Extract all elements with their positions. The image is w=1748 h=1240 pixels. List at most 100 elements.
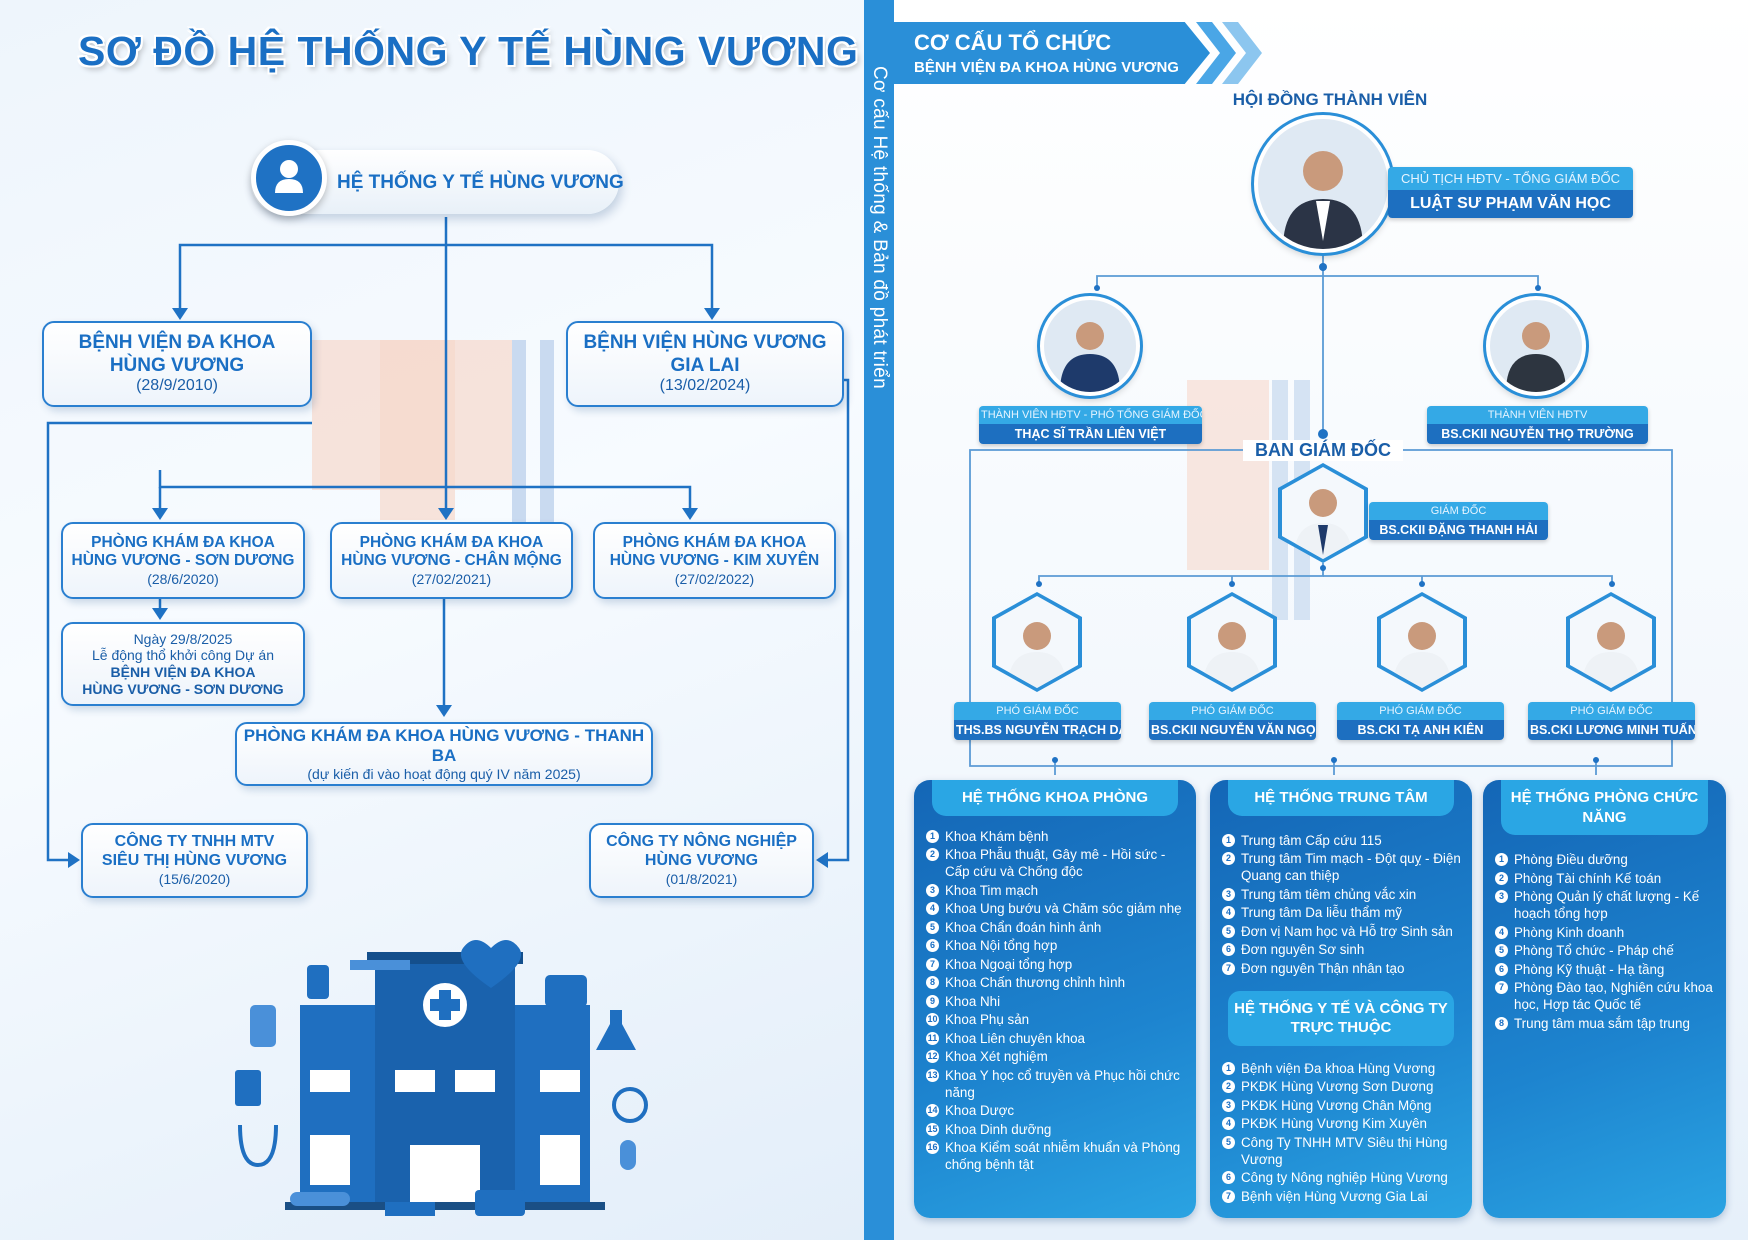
page-title: SƠ ĐỒ HỆ THỐNG Y TẾ HÙNG VƯƠNG bbox=[78, 28, 859, 74]
name-text: BS.CKI TẠ ANH KIÊN bbox=[1337, 720, 1504, 740]
header-banner bbox=[894, 22, 1210, 84]
list-item: Khoa Xét nghiệm bbox=[926, 1048, 1190, 1065]
list-item: Trung tâm Cấp cứu 115 bbox=[1222, 832, 1466, 849]
bgd-title: BAN GIÁM ĐỐC bbox=[1243, 440, 1403, 461]
deputy-label: PHÓ GIÁM ĐỐC BS.CKI LƯƠNG MINH TUẤN bbox=[1528, 702, 1695, 740]
node-date: (13/02/2024) bbox=[659, 376, 751, 394]
list-item: Khoa Tim mạch bbox=[926, 882, 1190, 899]
list-item: Đơn vị Nam học và Hỗ trợ Sinh sản bbox=[1222, 923, 1466, 940]
name-text: BS.CKII ĐẶNG THANH HẢI bbox=[1369, 520, 1548, 540]
node-title: PHÒNG KHÁM ĐA KHOA bbox=[622, 533, 807, 551]
project-note: Ngày 29/8/2025 Lễ động thổ khởi công Dự … bbox=[61, 622, 305, 706]
list-item: Khoa Dược bbox=[926, 1102, 1190, 1119]
panel-title: HỆ THỐNG TRUNG TÂM bbox=[1228, 780, 1454, 816]
member-photo bbox=[1040, 296, 1140, 396]
divider-strip bbox=[864, 0, 894, 1240]
list-item: Khoa Nội tổng hợp bbox=[926, 937, 1190, 954]
hospital-illustration bbox=[235, 940, 648, 1216]
director-label: GIÁM ĐỐC BS.CKII ĐẶNG THANH HẢI bbox=[1369, 502, 1548, 540]
node-title: PHÒNG KHÁM ĐA KHOA bbox=[91, 533, 275, 551]
list-item: Khoa Nhi bbox=[926, 993, 1190, 1010]
iv-bag-icon bbox=[250, 1005, 276, 1047]
list-item: Phòng Kinh doanh bbox=[1495, 924, 1720, 941]
banner-title: CƠ CẤU TỔ CHỨC bbox=[914, 30, 1112, 55]
hospital-bed-icon bbox=[385, 1202, 435, 1216]
chair-label: CHỦ TỊCH HĐTV - TỔNG GIÁM ĐỐC LUẬT SƯ PH… bbox=[1388, 167, 1633, 218]
node-date: (28/9/2010) bbox=[136, 376, 218, 394]
hospital-building-icon bbox=[285, 952, 605, 1210]
stethoscope-icon bbox=[238, 1124, 278, 1168]
node-date: (15/6/2020) bbox=[158, 871, 231, 888]
root-node-label: HỆ THỐNG Y TẾ HÙNG VƯƠNG bbox=[337, 172, 624, 193]
role-text: PHÓ GIÁM ĐỐC bbox=[1337, 702, 1504, 720]
node-title: HÙNG VƯƠNG bbox=[644, 852, 759, 870]
wheelchair-icon bbox=[612, 1087, 648, 1123]
node-date: (01/8/2021) bbox=[665, 871, 738, 888]
name-text: BS.CKII NGUYỄN THỌ TRƯỜNG bbox=[1427, 424, 1648, 444]
list-item: Công ty Nông nghiệp Hùng Vương bbox=[1222, 1169, 1466, 1186]
node-title: PHÒNG KHÁM ĐA KHOA bbox=[359, 533, 544, 551]
deputy-label: PHÓ GIÁM ĐỐC THS.BS NGUYỄN TRẠCH DÂN bbox=[954, 702, 1121, 740]
list-item: Khoa Kiểm soát nhiễm khuẩn và Phòng chốn… bbox=[926, 1139, 1190, 1173]
list-item: Khoa Liên chuyên khoa bbox=[926, 1030, 1190, 1047]
list-item: Khoa Ung bướu và Chăm sóc giảm nhẹ bbox=[926, 900, 1190, 917]
list-item: Công Ty TNHH MTV Siêu thị Hùng Vương bbox=[1222, 1134, 1466, 1168]
list-item: Đơn nguyên Thận nhân tạo bbox=[1222, 960, 1466, 977]
first-aid-kit-icon bbox=[545, 975, 587, 1007]
node-title: HÙNG VƯƠNG - KIM XUYÊN bbox=[609, 552, 820, 570]
node-title: GIA LAI bbox=[670, 354, 740, 376]
director-photo bbox=[1278, 463, 1368, 563]
list-item: Phòng Đào tạo, Nghiên cứu khoa học, Hợp … bbox=[1495, 979, 1720, 1013]
deputy-photo bbox=[1187, 592, 1277, 692]
deputy-label: PHÓ GIÁM ĐỐC BS.CKII NGUYỄN VĂN NGỌC bbox=[1149, 702, 1316, 740]
name-text: THẠC SĨ TRẦN LIÊN VIỆT bbox=[979, 424, 1202, 444]
list-item: Trung tâm tiêm chủng vắc xin bbox=[1222, 886, 1466, 903]
panel-title: HỆ THỐNG PHÒNG CHỨC NĂNG bbox=[1501, 780, 1708, 835]
node-title: CÔNG TY NÔNG NGHIỆP bbox=[606, 833, 797, 851]
list-item: Khoa Dinh dưỡng bbox=[926, 1121, 1190, 1138]
list-item: Khoa Phẫu thuật, Gây mê - Hồi sức - Cấp … bbox=[926, 846, 1190, 880]
clinic-node-thanhba: PHÒNG KHÁM ĐA KHOA HÙNG VƯƠNG - THANH BA… bbox=[235, 722, 653, 786]
role-text: PHÓ GIÁM ĐỐC bbox=[1149, 702, 1316, 720]
left-page: SƠ ĐỒ HỆ THỐNG Y TẾ HÙNG VƯƠNG HỆ THỐNG … bbox=[0, 0, 864, 1240]
name-text: BS.CKI LƯƠNG MINH TUẤN bbox=[1528, 720, 1695, 740]
member-photo bbox=[1486, 296, 1586, 396]
deputy-photo bbox=[1377, 592, 1467, 692]
node-title: BỆNH VIỆN ĐA KHOA bbox=[78, 332, 276, 354]
list-item: Đơn nguyên Sơ sinh bbox=[1222, 941, 1466, 958]
list-item: Khoa Ngoại tổng hợp bbox=[926, 956, 1190, 973]
hdtv-title: HỘI ĐỒNG THÀNH VIÊN bbox=[1232, 90, 1428, 109]
thermometer-icon bbox=[290, 1192, 350, 1206]
company-node: CÔNG TY NÔNG NGHIỆP HÙNG VƯƠNG (01/8/202… bbox=[589, 823, 814, 898]
role-text: THÀNH VIÊN HĐTV bbox=[1427, 406, 1648, 424]
node-title: HÙNG VƯƠNG bbox=[109, 354, 245, 376]
list-item: Khoa Y học cổ truyền và Phục hồi chức nă… bbox=[926, 1067, 1190, 1101]
role-text: PHÓ GIÁM ĐỐC bbox=[1528, 702, 1695, 720]
hospital-node: BỆNH VIỆN HÙNG VƯƠNG GIA LAI (13/02/2024… bbox=[566, 321, 844, 407]
list-item: PKĐK Hùng Vương Chân Mộng bbox=[1222, 1097, 1466, 1114]
node-title: SIÊU THỊ HÙNG VƯƠNG bbox=[101, 852, 288, 870]
background-cross bbox=[380, 340, 455, 520]
clinic-node: PHÒNG KHÁM ĐA KHOA HÙNG VƯƠNG - SƠN DƯƠN… bbox=[61, 522, 305, 599]
list-item: Trung tâm Da liễu thẩm mỹ bbox=[1222, 904, 1466, 921]
node-title: PHÒNG KHÁM ĐA KHOA HÙNG VƯƠNG - THANH BA bbox=[243, 725, 645, 765]
syringe-icon bbox=[350, 960, 410, 970]
heart-icon bbox=[460, 940, 522, 988]
note-text: HÙNG VƯƠNG - SƠN DƯƠNG bbox=[82, 680, 284, 697]
banner-subtitle: BỆNH VIỆN ĐA KHOA HÙNG VƯƠNG bbox=[914, 59, 1179, 76]
deputy-photo bbox=[1566, 592, 1656, 692]
node-title: HÙNG VƯƠNG - CHÂN MỘNG bbox=[341, 552, 562, 570]
node-title: CÔNG TY TNHH MTV bbox=[114, 833, 275, 851]
note-text: Ngày 29/8/2025 bbox=[133, 630, 233, 647]
deputy-label: PHÓ GIÁM ĐỐC BS.CKI TẠ ANH KIÊN bbox=[1337, 702, 1504, 740]
deputy-photo bbox=[992, 592, 1082, 692]
ambulance-icon bbox=[475, 1190, 525, 1216]
member-label: THÀNH VIÊN HĐTV - PHÓ TỔNG GIÁM ĐỐC THẠC… bbox=[979, 406, 1202, 444]
node-title: BỆNH VIỆN HÙNG VƯƠNG bbox=[583, 332, 827, 354]
list-item: Khoa Khám bệnh bbox=[926, 828, 1190, 845]
name-text: LUẬT SƯ PHẠM VĂN HỌC bbox=[1388, 190, 1633, 218]
panel-title: HỆ THỐNG KHOA PHÒNG bbox=[932, 780, 1178, 816]
name-text: BS.CKII NGUYỄN VĂN NGỌC bbox=[1149, 720, 1316, 740]
